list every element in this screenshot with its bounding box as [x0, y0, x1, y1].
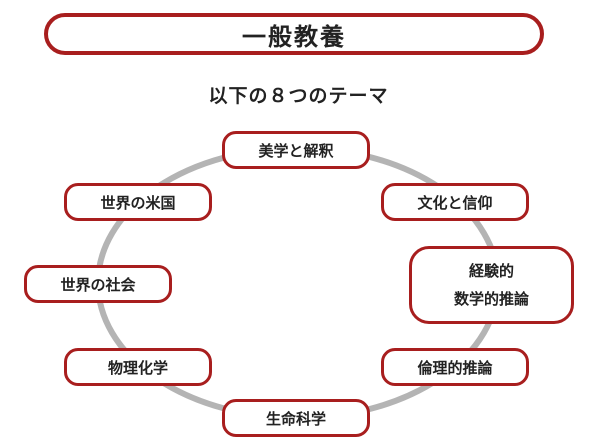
- theme-label: 倫理的推論: [417, 358, 493, 377]
- theme-us-in-world: 世界の米国: [64, 183, 212, 221]
- theme-label: 世界の社会: [60, 275, 136, 294]
- main-title: 一般教養: [242, 22, 346, 51]
- theme-empirical-reasoning: 経験的 数学的推論: [409, 246, 574, 324]
- theme-label: 文化と信仰: [417, 193, 493, 212]
- theme-label-line2: 数学的推論: [453, 290, 529, 308]
- theme-ethical-reasoning: 倫理的推論: [381, 348, 529, 386]
- theme-culture-belief: 文化と信仰: [381, 183, 529, 221]
- theme-label: 生命科学: [265, 409, 326, 428]
- theme-label: 物理化学: [107, 358, 168, 377]
- main-title-box: 一般教養: [44, 13, 544, 55]
- theme-life-sciences: 生命科学: [222, 399, 370, 437]
- theme-world-societies: 世界の社会: [24, 265, 172, 303]
- theme-aesthetics: 美学と解釈: [222, 131, 370, 169]
- theme-label: 美学と解釈: [258, 141, 334, 160]
- theme-label: 世界の米国: [100, 193, 176, 212]
- theme-label-line1: 経験的: [468, 262, 514, 280]
- subtitle: 以下の８つのテーマ: [208, 85, 389, 107]
- theme-physical-sciences: 物理化学: [64, 348, 212, 386]
